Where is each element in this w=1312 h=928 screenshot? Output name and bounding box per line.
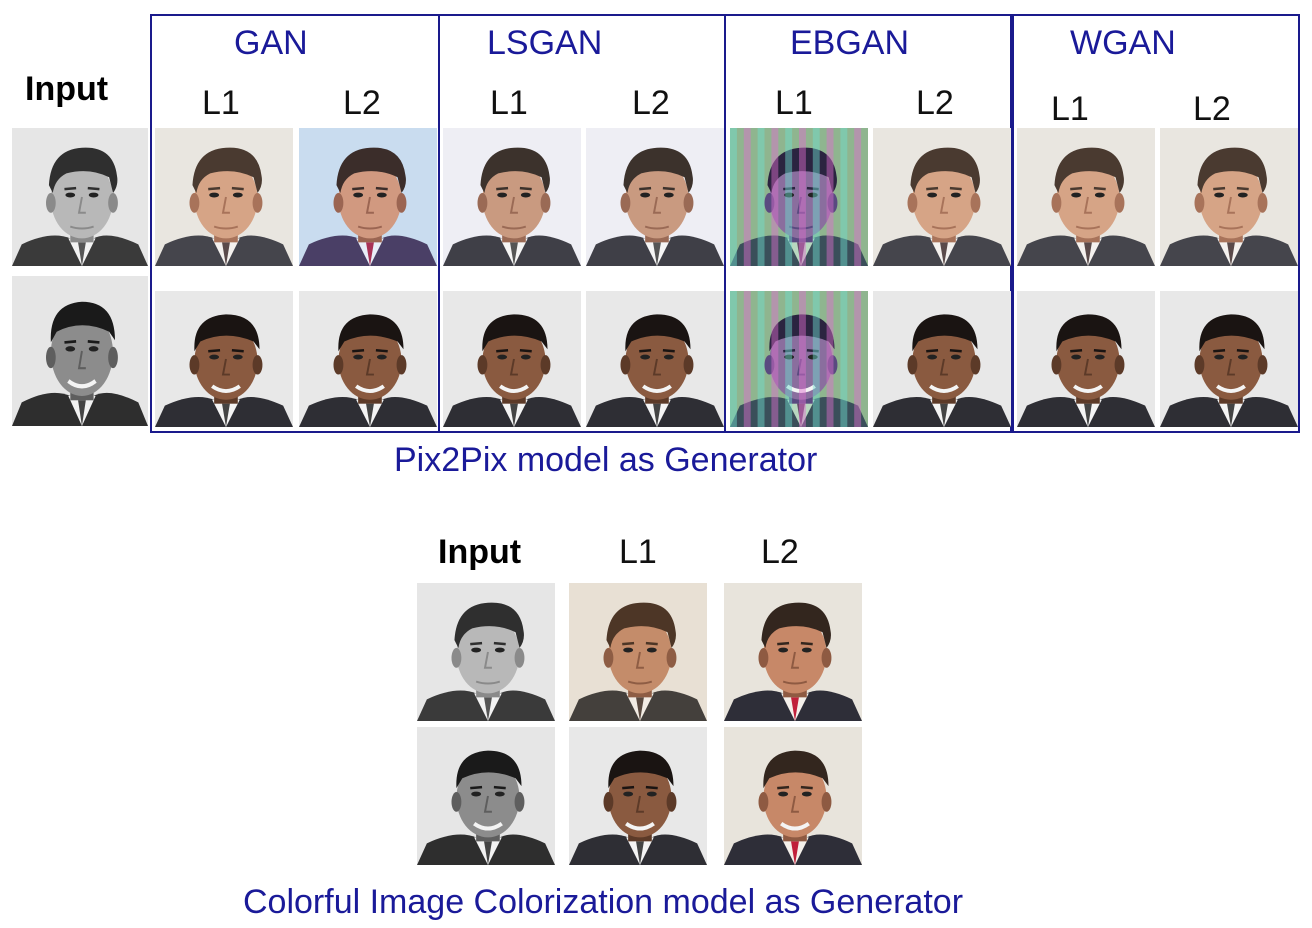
wgan-l2-label: L2 [1193,90,1231,128]
lsgan-l2-image-2 [586,291,724,427]
model-label-lsgan: LSGAN [487,24,603,62]
ebgan-l1-image-2 [730,291,868,427]
lsgan-l1-image-1 [443,128,581,266]
wgan-l2-image-2 [1160,291,1298,427]
bottom-l2-label: L2 [761,533,799,571]
gan-l1-image-2 [155,291,293,427]
bottom-input-image-2 [417,727,555,865]
lsgan-l1-label: L1 [490,84,528,122]
bottom-l1-image-1 [569,583,707,721]
bottom-caption: Colorful Image Colorization model as Gen… [243,883,964,921]
lsgan-l2-label: L2 [632,84,670,122]
model-label-gan: GAN [234,24,308,62]
bottom-input-image-1 [417,583,555,721]
ebgan-l1-image-1 [730,128,868,266]
ebgan-l2-image-1 [873,128,1011,266]
gan-l1-label: L1 [202,84,240,122]
bottom-l1-image-2 [569,727,707,865]
ebgan-frame [724,14,1012,433]
lsgan-l1-image-2 [443,291,581,427]
bottom-l1-label: L1 [619,533,657,571]
ebgan-l1-label: L1 [775,84,813,122]
bottom-l2-image-2 [724,727,862,865]
gan-l2-image-2 [299,291,437,427]
model-label-wgan: WGAN [1070,24,1176,62]
wgan-l1-image-1 [1017,128,1155,266]
lsgan-l2-image-1 [586,128,724,266]
wgan-frame [1012,14,1300,433]
bottom-l2-image-1 [724,583,862,721]
ebgan-l2-label: L2 [916,84,954,122]
input-image-1 [12,128,148,266]
model-label-ebgan: EBGAN [790,24,910,62]
wgan-l1-image-2 [1017,291,1155,427]
top-caption: Pix2Pix model as Generator [394,441,818,479]
input-image-2 [12,276,148,426]
bottom-input-label: Input [438,533,522,571]
ebgan-l2-image-2 [873,291,1011,427]
top-input-label: Input [25,70,109,108]
gan-l2-image-1 [299,128,437,266]
gan-l1-image-1 [155,128,293,266]
gan-l2-label: L2 [343,84,381,122]
wgan-l1-label: L1 [1051,90,1089,128]
wgan-l2-image-1 [1160,128,1298,266]
